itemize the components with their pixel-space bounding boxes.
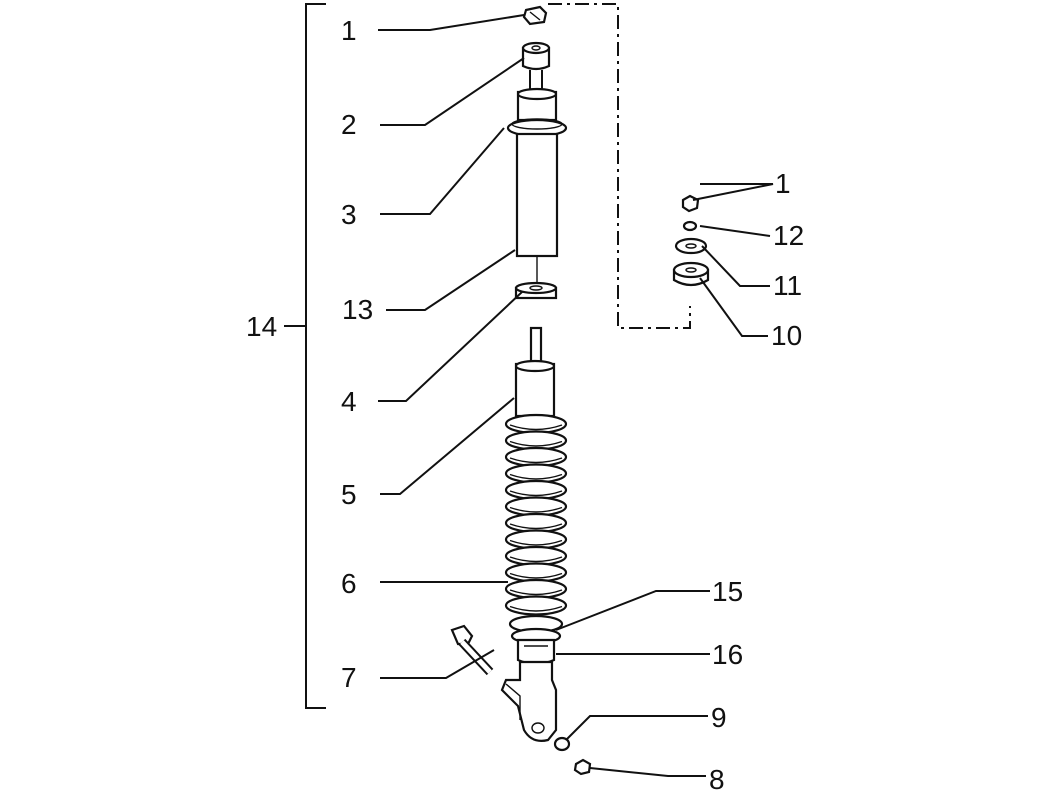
lower-washer bbox=[553, 736, 571, 752]
spring-coil bbox=[504, 562, 568, 583]
lower-eye-mount bbox=[500, 660, 558, 742]
spring-coil-shade bbox=[509, 605, 563, 612]
spring-coil-shade bbox=[509, 539, 563, 546]
callout-15: 15 bbox=[712, 576, 744, 607]
callout-1: 1 bbox=[341, 15, 357, 46]
spring-coil-shade bbox=[509, 572, 563, 579]
spring-coil bbox=[504, 512, 568, 534]
top-nut bbox=[522, 5, 548, 26]
spring-coil bbox=[504, 595, 568, 616]
spring-coil-shade bbox=[509, 589, 563, 596]
callout-4: 4 bbox=[341, 386, 357, 417]
mounting-bolt bbox=[450, 624, 494, 676]
callout-2: 2 bbox=[341, 109, 357, 140]
spring-coil bbox=[504, 529, 568, 550]
spring-coil bbox=[504, 479, 568, 501]
spring-coil-shade bbox=[509, 490, 563, 497]
callout-6: 6 bbox=[341, 568, 357, 599]
leader-lines bbox=[378, 14, 774, 777]
callout-7: 7 bbox=[341, 662, 357, 693]
spring-coil bbox=[504, 463, 568, 484]
callout-8: 8 bbox=[709, 764, 725, 795]
callout-12: 12 bbox=[773, 220, 805, 251]
callout-1-alt: 1 bbox=[775, 168, 791, 199]
spring-seat bbox=[508, 614, 564, 666]
spring-coil bbox=[504, 545, 568, 567]
callout-5: 5 bbox=[341, 479, 357, 510]
spring-coil-shade bbox=[509, 440, 563, 447]
upper-bush bbox=[521, 41, 551, 92]
dust-cover bbox=[506, 87, 568, 282]
callout-3: 3 bbox=[341, 199, 357, 230]
spring-coil-shade bbox=[509, 556, 563, 563]
spring-coil bbox=[504, 496, 568, 517]
spring-coil-shade bbox=[509, 457, 563, 464]
coil-spring bbox=[504, 413, 568, 616]
callout-13: 13 bbox=[342, 294, 374, 325]
spring-coil-shade bbox=[509, 424, 563, 431]
washer bbox=[514, 281, 558, 300]
spring-coil-shade bbox=[509, 506, 563, 513]
callout-10: 10 bbox=[771, 320, 803, 351]
callout-14: 14 bbox=[246, 311, 278, 342]
callout-16: 16 bbox=[712, 639, 744, 670]
alternate-assembly-dashed-line bbox=[548, 3, 691, 329]
spring-coil bbox=[504, 446, 568, 468]
spring-coil-shade bbox=[509, 523, 563, 530]
spring-coil-shade bbox=[509, 473, 563, 480]
lower-nut bbox=[573, 758, 592, 776]
spring-coil bbox=[504, 430, 568, 451]
callout-9: 9 bbox=[711, 702, 727, 733]
alternate-top-mount bbox=[672, 194, 710, 287]
spring-coil bbox=[504, 578, 568, 600]
spring-coil bbox=[504, 413, 568, 435]
shock-body bbox=[514, 326, 556, 418]
callout-11: 11 bbox=[773, 270, 803, 301]
assembly-bracket bbox=[284, 3, 326, 709]
